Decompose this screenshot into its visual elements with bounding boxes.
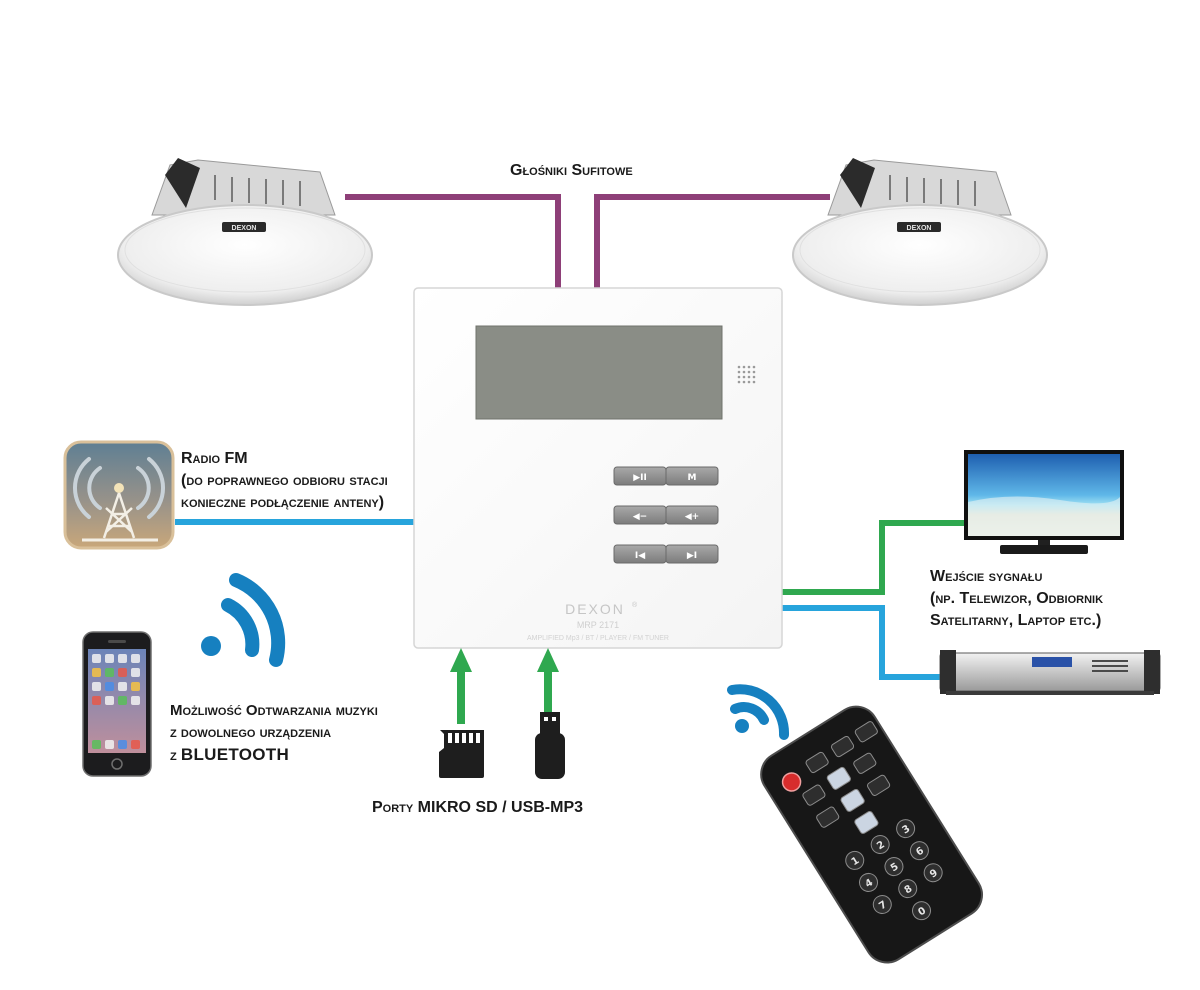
smartphone-icon bbox=[82, 631, 152, 777]
microphone-grille bbox=[737, 365, 756, 384]
port-arrows bbox=[450, 648, 559, 724]
button-next[interactable]: ▶I bbox=[665, 544, 719, 564]
remote-key-8: 8 bbox=[903, 883, 915, 896]
speaker-wires bbox=[345, 194, 830, 288]
micro-sd-card-icon bbox=[439, 730, 484, 778]
remote-key-4: 4 bbox=[863, 877, 875, 890]
remote-key-5: 5 bbox=[889, 861, 901, 874]
panel-subtitle: AMPLIFIED Mp3 / BT / PLAYER / FM TUNER bbox=[527, 635, 669, 642]
bluetooth-line-2: z dowolnego urządzenia bbox=[170, 724, 332, 741]
button-mode[interactable]: M bbox=[665, 466, 719, 486]
bluetooth-label: Możliwość Odtwarzania muzyki z dowolnego… bbox=[170, 700, 378, 767]
volume-up-icon: ◀+ bbox=[685, 512, 699, 522]
button-play-pause[interactable]: ▶II bbox=[613, 466, 667, 486]
remote-key-9: 9 bbox=[928, 867, 940, 880]
signal-input-note-1: (np. Telewizor, Odbiornik bbox=[930, 590, 1104, 607]
bluetooth-line-1: Możliwość Odtwarzania muzyki bbox=[170, 702, 378, 719]
radio-fm-title: Radio FM bbox=[181, 450, 248, 467]
button-volume-up[interactable]: ◀+ bbox=[665, 505, 719, 525]
left-speaker-wire bbox=[345, 194, 561, 288]
remote-key-7: 7 bbox=[877, 899, 889, 912]
remote-key-0: 0 bbox=[916, 905, 928, 918]
signal-input-title: Wejście sygnału bbox=[930, 568, 1043, 585]
button-previous[interactable]: I◀ bbox=[613, 544, 667, 564]
bluetooth-strong: BLUETOOTH bbox=[180, 745, 290, 764]
satellite-input-wire bbox=[782, 605, 946, 680]
panel-model: MRP 2171 bbox=[577, 620, 619, 630]
panel-brand: DEXON bbox=[565, 601, 625, 617]
signal-input-label: Wejście sygnału (np. Telewizor, Odbiorni… bbox=[930, 566, 1103, 632]
speakers-label: Głośniki Sufitowe bbox=[510, 162, 633, 179]
mode-icon: M bbox=[688, 473, 697, 483]
bluetooth-signal-icon bbox=[201, 573, 286, 667]
previous-icon: I◀ bbox=[635, 551, 645, 561]
radio-fm-label: Radio FM (do poprawnego odbioru stacji k… bbox=[181, 448, 388, 514]
volume-down-icon: ◀− bbox=[633, 512, 647, 522]
panel-brand-mark: ® bbox=[632, 601, 638, 609]
right-speaker-wire bbox=[594, 194, 830, 288]
ceiling-speaker-right: DEXON bbox=[792, 158, 1048, 306]
lcd-display bbox=[475, 325, 723, 420]
remote-signal-icon bbox=[727, 684, 790, 740]
ceiling-speaker-left: DEXON bbox=[117, 158, 373, 306]
remote-control-icon: 1 2 3 4 5 6 7 8 9 0 bbox=[760, 705, 983, 964]
remote-key-3: 3 bbox=[901, 823, 913, 836]
speaker-right-badge: DEXON bbox=[907, 225, 932, 232]
bluetooth-line-3: z BLUETOOTH bbox=[170, 745, 290, 764]
next-icon: ▶I bbox=[687, 551, 697, 561]
remote-key-2: 2 bbox=[875, 839, 887, 852]
radio-fm-note-1: (do poprawnego odbioru stacji bbox=[181, 472, 388, 489]
ports-label: Porty MIKRO SD / USB-MP3 bbox=[372, 799, 584, 816]
fm-radio-icon bbox=[63, 440, 175, 550]
usb-stick-icon bbox=[535, 712, 565, 779]
television-icon bbox=[964, 450, 1124, 554]
remote-key-1: 1 bbox=[850, 855, 862, 868]
radio-fm-note-2: konieczne podłączenie anteny) bbox=[181, 494, 385, 511]
remote-key-6: 6 bbox=[914, 845, 926, 858]
satellite-receiver-icon bbox=[939, 650, 1161, 695]
power-button-icon bbox=[781, 772, 802, 792]
tv-input-wire bbox=[782, 520, 966, 595]
signal-input-note-2: Satelitarny, Laptop etc.) bbox=[930, 612, 1102, 629]
play-pause-icon: ▶II bbox=[633, 473, 647, 483]
button-volume-down[interactable]: ◀− bbox=[613, 505, 667, 525]
speaker-left-badge: DEXON bbox=[232, 225, 257, 232]
wall-panel: ▶II M ◀− ◀+ I◀ ▶I DEXON ® MRP 2171 AMPLI… bbox=[413, 287, 783, 649]
